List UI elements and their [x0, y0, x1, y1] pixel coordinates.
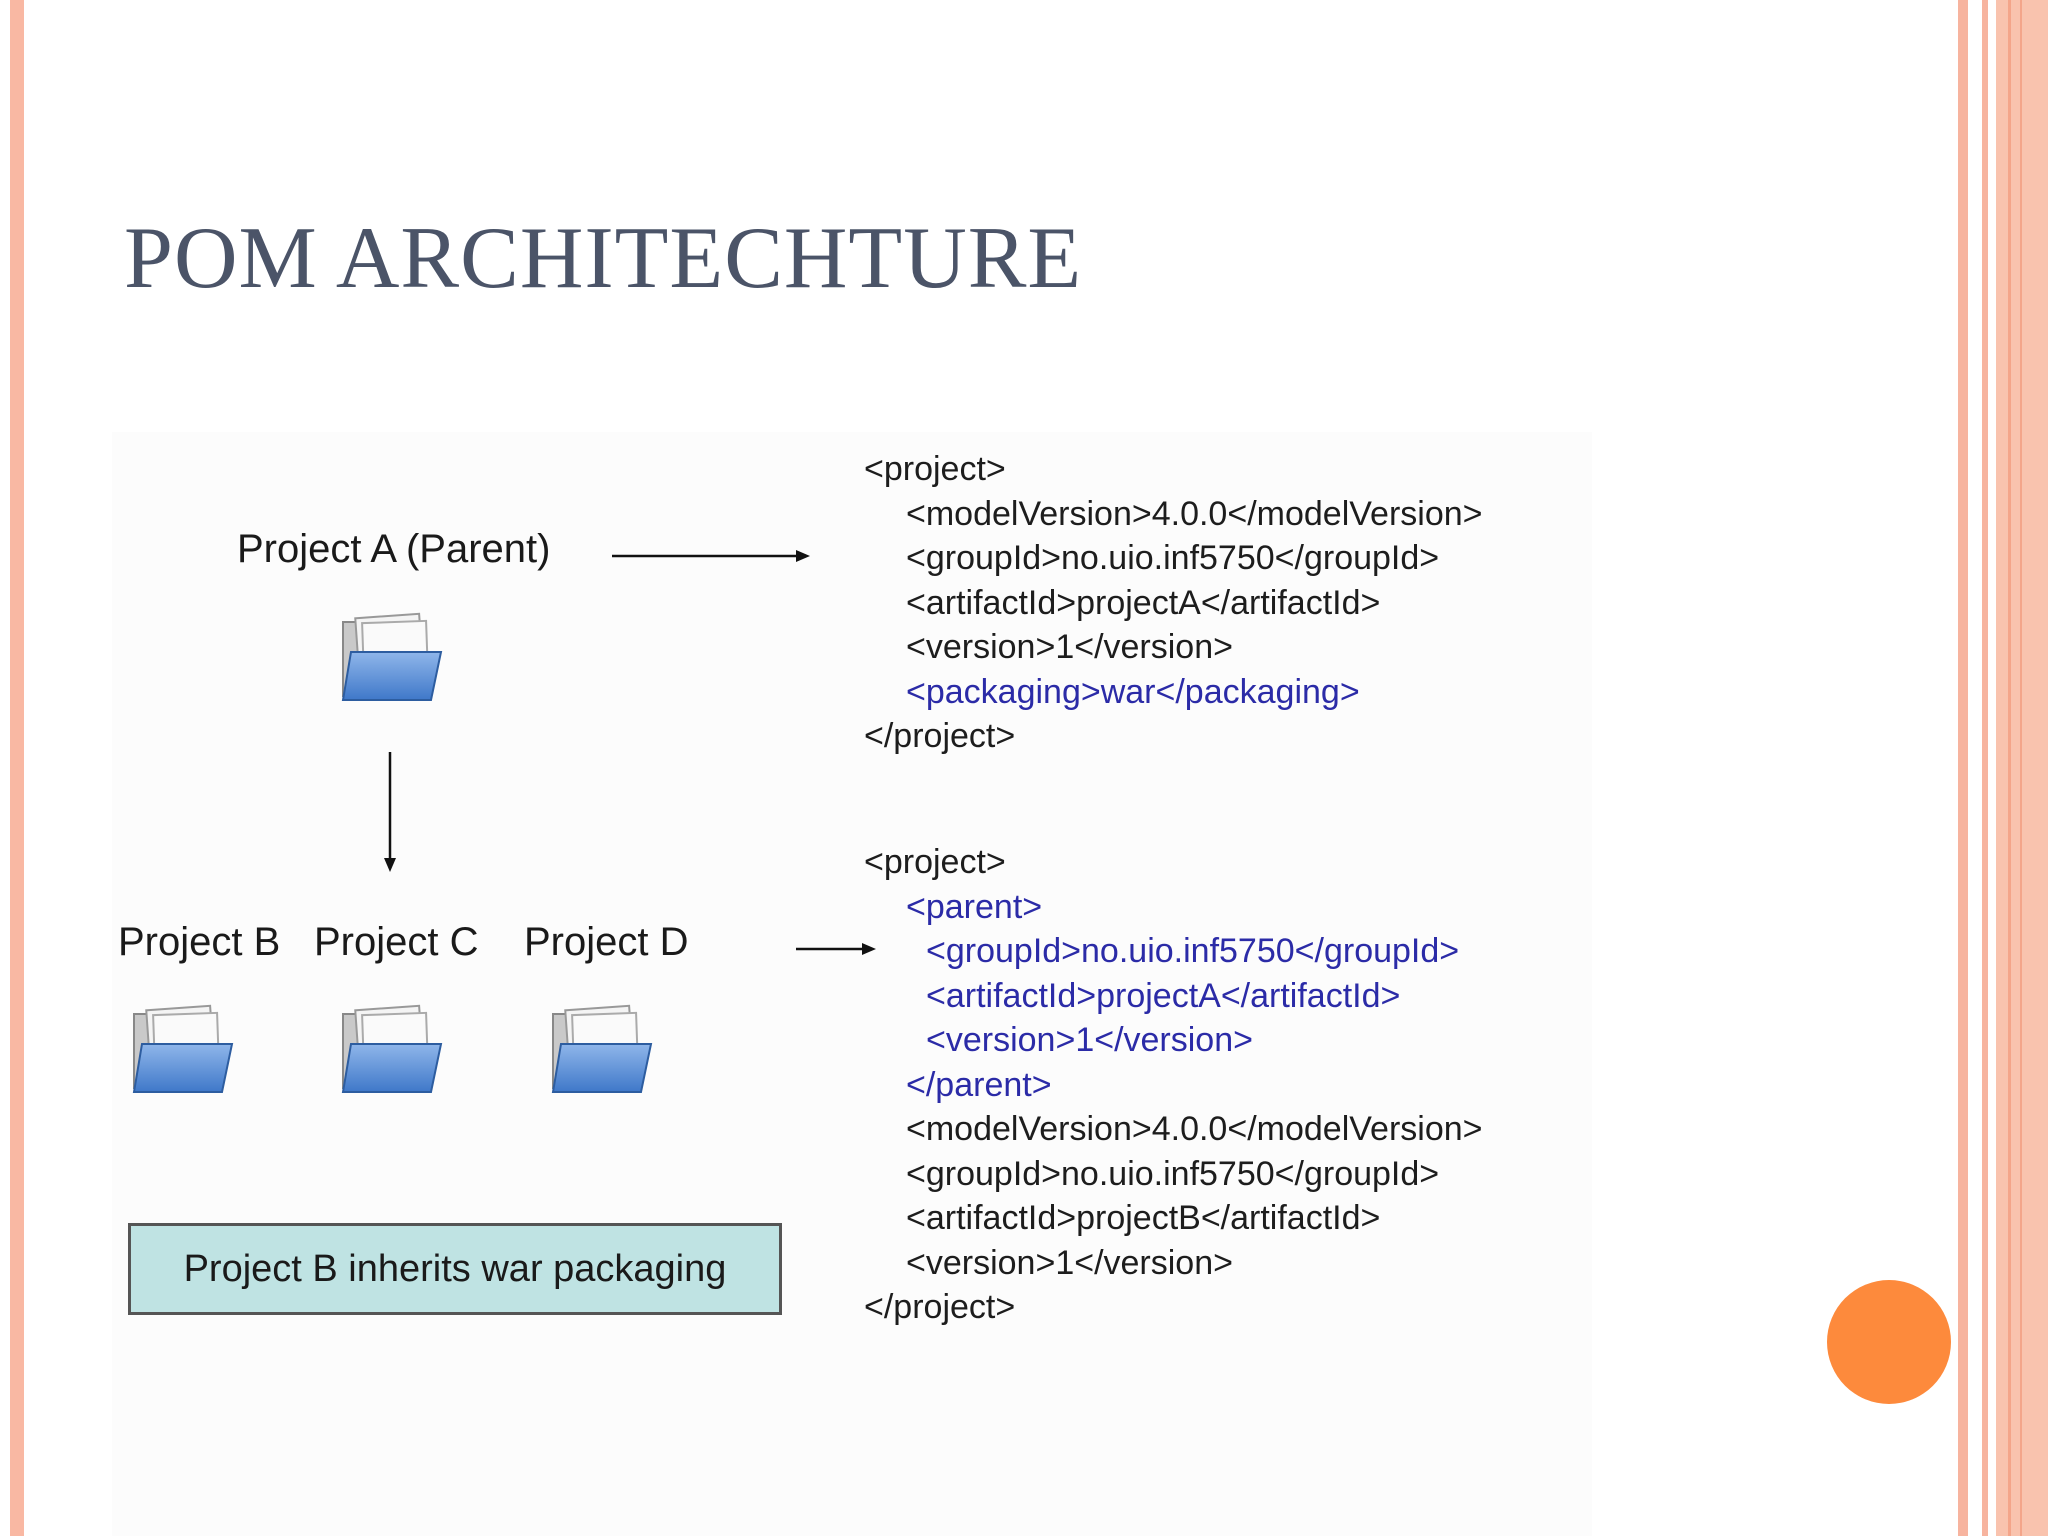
folder-icon — [132, 1004, 234, 1093]
code-line: <project> — [864, 843, 1006, 881]
code-line: <artifactId>projectA</artifactId> — [926, 976, 1401, 1015]
code-line: </project> — [864, 1288, 1016, 1326]
code-line: <packaging>war</packaging> — [906, 672, 1360, 711]
arrow-right-icon — [612, 550, 810, 562]
code-line: <version>1</version> — [906, 1243, 1233, 1282]
code-line: <modelVersion>4.0.0</modelVersion> — [906, 1110, 1483, 1148]
code-line: <version>1</version> — [926, 1021, 1253, 1059]
code-line: <project> — [864, 450, 1006, 488]
code-line: <artifactId>projectA</artifactId> — [906, 583, 1381, 622]
folder-icon — [341, 612, 443, 701]
code-line: <groupId>no.uio.inf5750</groupId> — [926, 932, 1460, 970]
folder-icon — [341, 1004, 443, 1093]
child-project-label: Project D — [524, 920, 689, 964]
right-border-stripe — [1958, 0, 1968, 1536]
code-line: </project> — [864, 717, 1016, 755]
code-line: <artifactId>projectB</artifactId> — [906, 1199, 1381, 1237]
right-border-band — [1996, 0, 2048, 1536]
parent-project-label: Project A (Parent) — [237, 527, 551, 571]
folder-icon — [551, 1004, 653, 1093]
child-project-label: Project B — [118, 920, 281, 964]
code-line: <version>1</version> — [906, 628, 1233, 666]
parent-pom-code: <project> <modelVersion>4.0.0</modelVersi… — [864, 447, 1483, 759]
code-line: <modelVersion>4.0.0</modelVersion> — [906, 494, 1483, 533]
child-pom-code: <project> <parent> <groupId>no.uio.inf5750… — [864, 840, 1483, 1330]
code-line: <parent> — [906, 887, 1043, 926]
inheritance-note: Project B inherits war packaging — [128, 1223, 782, 1315]
arrow-right-icon — [796, 943, 876, 955]
arrow-down-icon — [384, 752, 396, 872]
code-line: <groupId>no.uio.inf5750</groupId> — [906, 539, 1440, 577]
child-project-label: Project C — [314, 920, 479, 964]
diagram-panel — [112, 432, 1592, 1536]
left-border-decoration — [10, 0, 24, 1536]
code-line: </parent> — [906, 1065, 1052, 1104]
slide-title: POM ARCHITECHTURE — [124, 210, 1083, 307]
right-border-stripe — [1982, 0, 1988, 1536]
code-line: <groupId>no.uio.inf5750</groupId> — [906, 1154, 1440, 1193]
accent-circle — [1827, 1280, 1951, 1404]
